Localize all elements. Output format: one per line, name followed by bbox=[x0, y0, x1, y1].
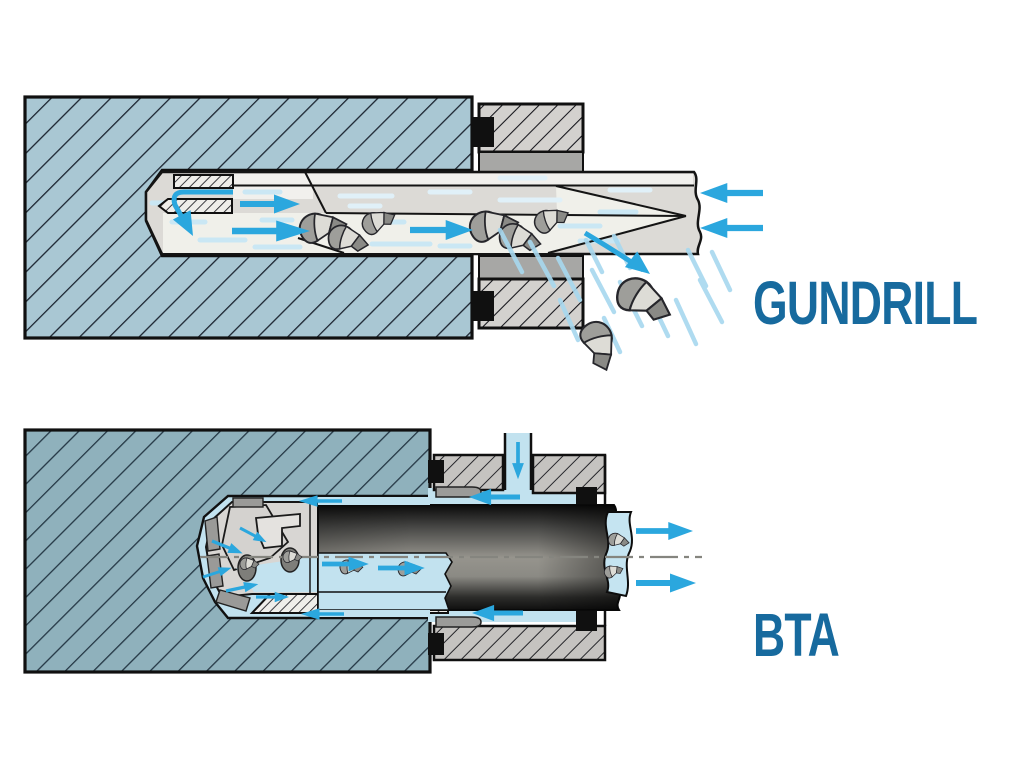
gundrill-flow-arrows bbox=[171, 183, 763, 282]
guide-pad-bottom bbox=[435, 616, 482, 628]
flow-arrowhead bbox=[624, 251, 657, 282]
bushing-housing-bottom bbox=[477, 277, 585, 330]
drill-wall-section-top bbox=[173, 174, 234, 189]
v-flute bbox=[163, 186, 686, 253]
body-streaks bbox=[337, 175, 653, 209]
pressure-head bbox=[428, 453, 607, 662]
gundrill-diagram bbox=[23, 95, 763, 376]
seal-bottom bbox=[471, 291, 494, 321]
wear-pad-bottom bbox=[215, 589, 251, 612]
annulus-bottom bbox=[318, 610, 430, 617]
seal-bottom-right bbox=[576, 607, 597, 631]
coolant-in-arrow bbox=[700, 183, 763, 203]
drill-wall-section-bottom bbox=[157, 198, 233, 214]
seal-top bbox=[471, 117, 494, 147]
inlet-pipe-walls bbox=[503, 433, 533, 490]
bushing-housing-top bbox=[477, 102, 585, 154]
drill-margin-strip bbox=[233, 174, 693, 185]
bta-diagram bbox=[23, 428, 702, 674]
annulus-top bbox=[318, 497, 430, 505]
tube-cutaway bbox=[317, 552, 453, 611]
gundrill-label: GUNDRILL bbox=[753, 269, 978, 337]
pressure-block-top-right bbox=[531, 453, 607, 495]
guide-bushing bbox=[471, 102, 585, 330]
wear-pad-left-2 bbox=[206, 553, 224, 589]
chips-out-arrow bbox=[636, 521, 693, 541]
pressure-block-top-left bbox=[432, 453, 505, 492]
seal-top-right bbox=[576, 487, 597, 509]
chips-out-arrow bbox=[636, 573, 696, 593]
wear-pad-top bbox=[232, 497, 264, 508]
seal-top-left bbox=[428, 460, 444, 483]
tip-uturn-flow bbox=[171, 189, 233, 228]
coolant-in-arrow bbox=[700, 218, 763, 238]
tube-exit-bore bbox=[603, 511, 633, 598]
seal-bottom-left bbox=[428, 633, 444, 655]
bta-label: BTA bbox=[753, 601, 840, 669]
pressure-block-bottom bbox=[432, 624, 607, 662]
wear-pad-left-1 bbox=[204, 516, 221, 552]
